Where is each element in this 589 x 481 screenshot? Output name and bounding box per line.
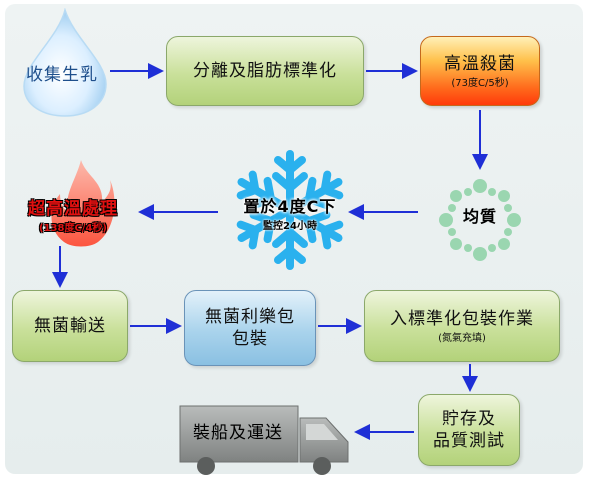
step-aseptic-pack-line1: 無菌利樂包 bbox=[205, 307, 295, 327]
step-standard-pack-label: 入標準化包裝作業 bbox=[390, 308, 534, 329]
step-uht-label: 超高溫處理 bbox=[28, 199, 118, 219]
truck-icon bbox=[179, 405, 349, 475]
water-drop-icon bbox=[23, 8, 107, 117]
step-storage: 貯存及 品質測試 bbox=[418, 394, 520, 466]
step-collect-milk: 收集生乳 bbox=[26, 65, 98, 85]
step-aseptic-pack-line2: 包裝 bbox=[232, 329, 268, 349]
step-separation: 分離及脂肪標準化 bbox=[166, 36, 364, 106]
step-uht-sub: (138度C/4秒) bbox=[39, 223, 107, 234]
step-standard-pack-sub: (氮氣充填) bbox=[438, 332, 486, 344]
step-separation-label: 分離及脂肪標準化 bbox=[193, 61, 337, 81]
molecule-icon bbox=[439, 179, 521, 261]
step-aseptic-transport: 無菌輸送 bbox=[12, 290, 128, 362]
step-aseptic-transport-label: 無菌輸送 bbox=[34, 316, 106, 336]
step-homogenize: 均質 bbox=[462, 207, 497, 226]
flame-icon bbox=[51, 160, 115, 247]
step-storage-line2: 品質測試 bbox=[433, 431, 505, 451]
step-pasteurize-label: 高溫殺菌 bbox=[444, 53, 516, 74]
step-aseptic-pack: 無菌利樂包 包裝 bbox=[184, 290, 316, 366]
step-shipping: 裝船及運送 bbox=[193, 423, 283, 443]
step-uht: 超高溫處理 (138度C/4秒) bbox=[8, 198, 138, 235]
step-cool: 置於4度C下 監控24小時 bbox=[218, 196, 362, 233]
step-storage-line1: 貯存及 bbox=[442, 409, 496, 429]
step-pasteurize: 高溫殺菌 (73度C/5秒) bbox=[420, 36, 540, 106]
step-standard-pack: 入標準化包裝作業 (氮氣充填) bbox=[364, 290, 560, 362]
step-pasteurize-sub: (73度C/5秒) bbox=[451, 77, 509, 89]
step-cool-label: 置於4度C下 bbox=[243, 197, 337, 216]
snowflake-icon bbox=[228, 150, 352, 272]
step-cool-sub: 監控24小時 bbox=[263, 221, 317, 232]
